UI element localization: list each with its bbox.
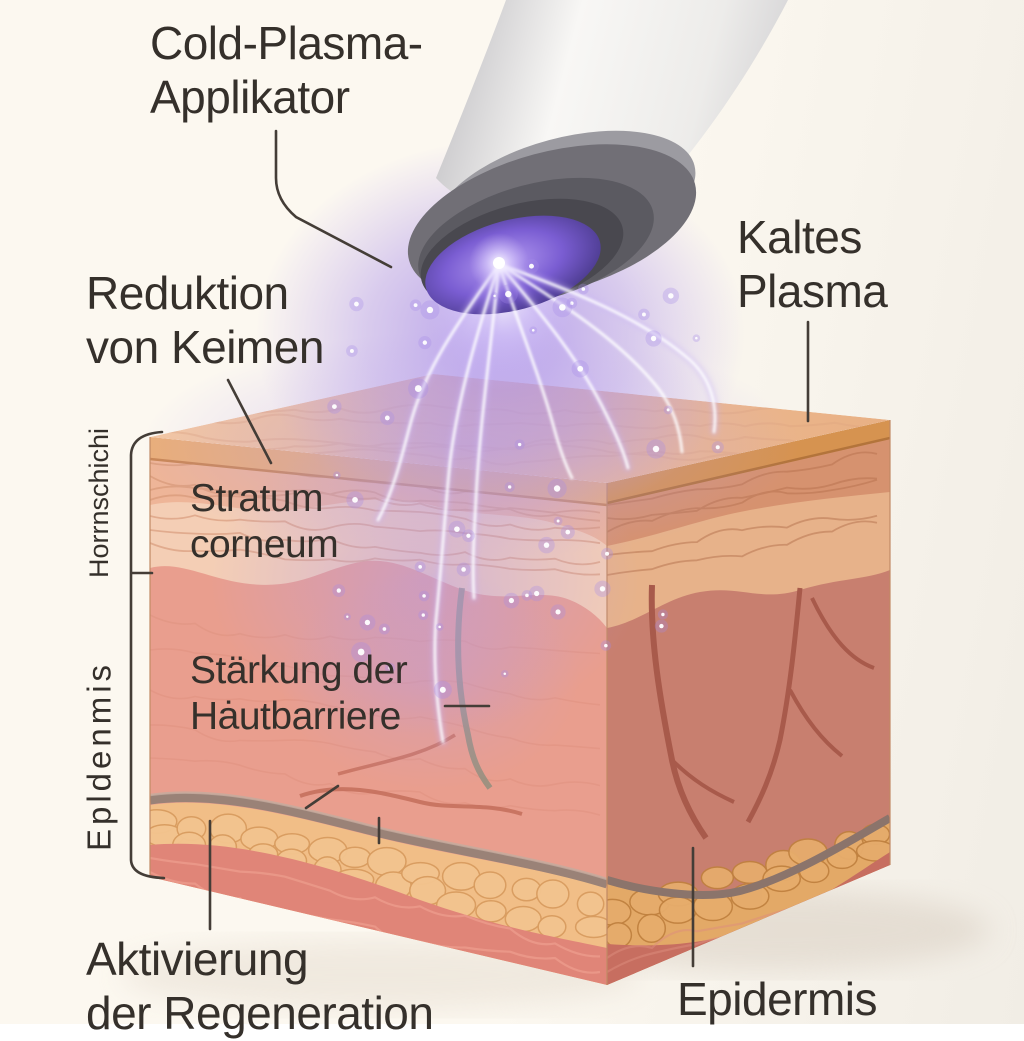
label-applicator-line2: Applikator [150, 71, 350, 124]
label-cold-plasma: Kaltes Plasma [737, 210, 888, 319]
leader-applicator [274, 129, 393, 269]
label-epidermis-text: Epidermis [677, 973, 878, 1025]
label-activation-line1: Aktivierung [86, 933, 309, 985]
label-stratum-line2: corneum [190, 523, 339, 567]
label-barrier-line2: Hȧutbarriere [190, 695, 401, 739]
label-reduction: Reduktion von Keimen [86, 266, 324, 375]
label-activation: Aktivierung der Regeneration [86, 932, 434, 1041]
plasma-beam [327, 233, 724, 746]
label-hornschicht-text: Horrnschichi [84, 427, 115, 579]
label-stratum-line1: Stratum [190, 477, 324, 520]
label-applicator-line1: Cold-Plasma- [150, 17, 423, 69]
label-side-epidermis: Epldenmis [81, 661, 120, 851]
label-activation-line2: der Regeneration [86, 987, 434, 1040]
label-barrier-line1: Stärkung der [190, 649, 408, 692]
label-reduction-line1: Reduktion [86, 267, 289, 319]
leader-reduction [226, 378, 273, 465]
pointer-vessel-diagonal [304, 784, 340, 810]
label-stratum-corneum: Stratum corneum [190, 476, 339, 568]
label-cold-plasma-line1: Kaltes [737, 211, 862, 263]
label-cold-plasma-line2: Plasma [737, 265, 888, 318]
label-epidermis-bottom: Epidermis [677, 972, 878, 1026]
label-side-epidermis-text: Epldenmis [80, 660, 118, 852]
label-reduction-line2: von Keimen [86, 321, 324, 374]
label-side-hornschicht: Horrnschichi [84, 428, 116, 578]
label-applicator: Cold-Plasma- Applikator [150, 16, 423, 125]
plasma-haze [140, 140, 800, 790]
layer-bracket [129, 430, 166, 880]
label-barrier: Stärkung der Hȧutbarriere [190, 648, 408, 740]
leader-lines [129, 129, 810, 968]
skin-right-face [607, 420, 890, 985]
